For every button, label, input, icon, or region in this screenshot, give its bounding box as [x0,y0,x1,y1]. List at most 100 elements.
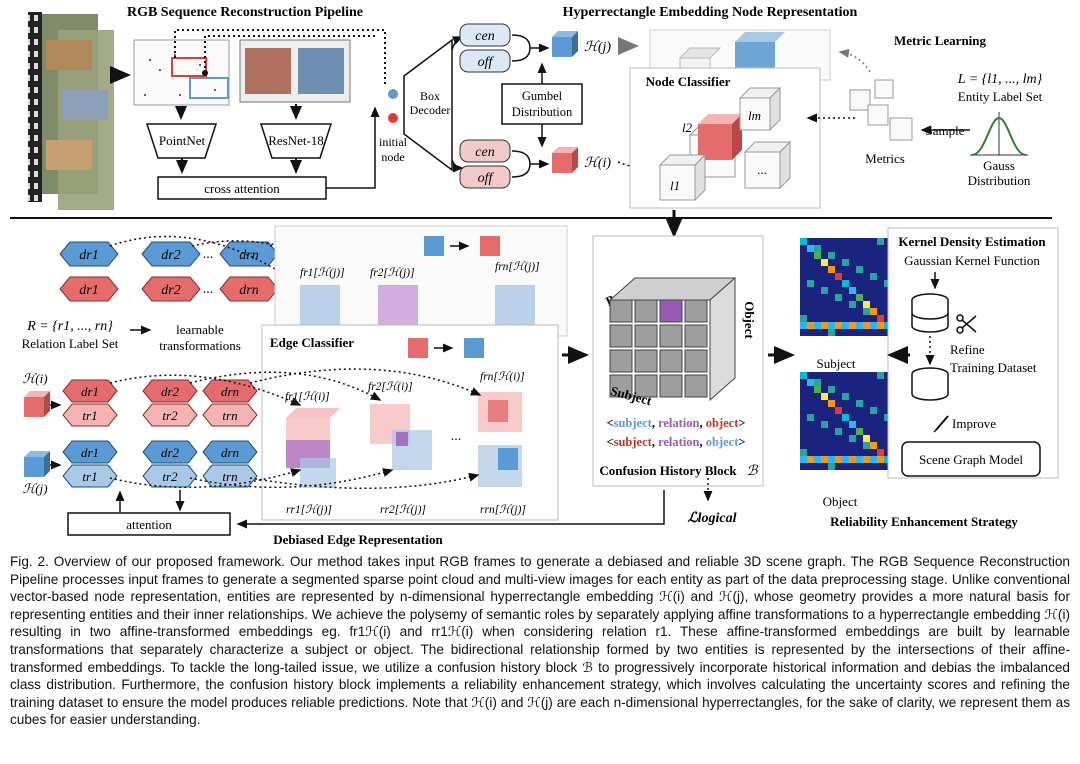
heatmap-cell [828,329,835,336]
heatmap-cell [835,407,842,414]
entity-label-set: Entity Label Set [958,89,1043,104]
ellipsis-red: ... [203,282,214,297]
metric-title: Metric Learning [894,33,987,48]
blue-cube-bg [735,32,785,72]
heatmap-cell [849,322,856,329]
initial-label: initial [379,135,408,149]
relation-label-set: Relation Label Set [22,336,119,351]
confusion-cell [609,324,633,348]
off-box-bottom [459,165,511,189]
figure-caption: Fig. 2. Overview of our proposed framewo… [10,553,1070,729]
d-blue-1: dr1 [79,248,98,263]
hj-row-cube [24,451,50,477]
heatmap-cell [842,322,849,329]
heatmap-cell [807,322,814,329]
confusion-cell [609,374,633,398]
attention-label: attention [126,517,172,532]
dt-blue-pairs [62,440,258,488]
film-strip [28,12,114,210]
metrics-label: Metrics [865,151,905,166]
triple-1: <subject, relation, object> [606,416,745,430]
heatmap-cell [807,414,814,421]
d-j-1: dr1 [81,445,99,460]
pipeline-title: RGB Sequence Reconstruction Pipeline [127,5,363,20]
hi-label: ℋ(i) [584,156,611,171]
r-bot-2: rr2[ℋ(j)] [380,504,426,516]
etc-cube [743,140,792,190]
gauss-distribution-label: Distribution [968,173,1031,188]
confusion-cell [684,374,708,398]
d-red-3: drn [239,283,258,298]
improve-label: Improve [952,416,996,431]
cen-box-top [459,23,511,47]
relation-set-formula: R = {r1, ..., rn} [26,319,113,334]
pen-icon [933,415,949,433]
l1-cube [658,153,707,202]
heatmap-cell [800,238,807,245]
off-label-bottom: off [478,171,495,186]
d-j-3: drn [221,445,239,460]
hi-row-label: ℋ(i) [22,371,47,386]
scene-graph-label: Scene Graph Model [919,452,1023,467]
heatmap-cell [800,456,807,463]
heatmap-cell [877,315,884,322]
confusion-cell [634,374,658,398]
cen-label-bottom: cen [475,145,494,160]
multi-view-images [239,39,351,103]
heatmap-cell [807,456,814,463]
refine-label: Refine [950,342,985,357]
heatmap-cell [828,322,835,329]
confusion-title: Confusion History Block [599,463,737,478]
heatmap-cell [814,245,821,252]
triple2-object: object [706,435,739,449]
heatmap-cell [856,322,863,329]
database-icon-bottom [911,367,949,401]
confusion-cell [634,349,658,373]
subject-heatmap-label: Subject [817,356,856,371]
heatmap-cell [835,294,842,301]
triple2-relation: relation [658,435,699,449]
f-mid-3: frn[ℋ(i)] [480,371,525,383]
d-j-2: dr2 [161,445,180,460]
triple1-relation: relation [658,416,699,430]
heatmap-cell [800,449,807,456]
r-bot-3: rrn[ℋ(j)] [480,504,526,516]
heatmap-cell [856,456,863,463]
confusion-symbol: ℬ [746,464,758,479]
t-i-1: tr1 [82,408,97,423]
heatmap-cell [877,449,884,456]
heatmap-cell [814,456,821,463]
heatmap-cell [842,456,849,463]
heatmap-cell [835,322,842,329]
confusion-cell [659,374,683,398]
t-j-3: trn [222,469,237,484]
heatmap-cell [842,393,849,400]
heatmap-cell [863,301,870,308]
object-heatmap [800,372,898,470]
heatmap-cell [856,400,863,407]
d-hex-blue-row [59,241,279,267]
object-heatmap-label: Object [823,494,858,509]
edge-ellipsis: ... [451,429,462,444]
heatmap-cell [828,400,835,407]
cen-box-bottom [459,139,511,163]
heatmap-cell [800,315,807,322]
heatmap-cell [856,428,863,435]
heatmap-cell [842,414,849,421]
scene-graph-box [901,441,1041,477]
subject-heatmap [800,238,898,336]
t-j-1: tr1 [82,469,97,484]
heatmap-cell [807,280,814,287]
hi-cube [552,147,578,173]
confusion-cell [609,349,633,373]
heatmap-cell [877,322,884,329]
d-i-1: dr1 [81,384,99,399]
edge-cube-3 [478,392,522,487]
hyperrect-title: Hyperrectangle Embedding Node Representa… [563,5,858,20]
confusion-cell [609,299,633,323]
heatmap-cell [877,456,884,463]
heatmap-cell [870,322,877,329]
pointnet-block [145,123,218,159]
heatmap-cell [814,386,821,393]
scissors-icon [956,314,977,334]
